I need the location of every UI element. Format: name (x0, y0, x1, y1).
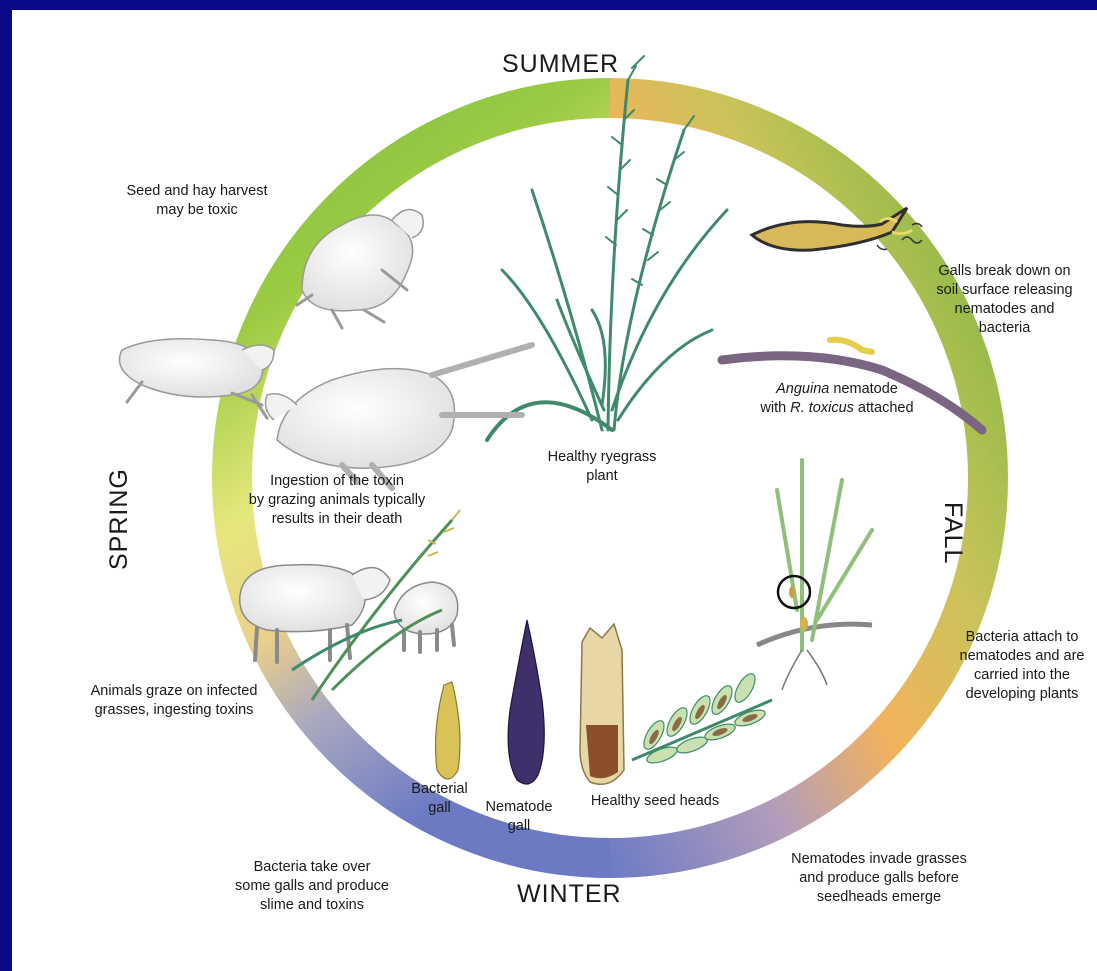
label-line: Bacterial (397, 780, 482, 799)
label-line: Nematodes invade grasses (774, 850, 984, 869)
season-winter: WINTER (517, 880, 622, 909)
label-line: results in their death (222, 510, 452, 529)
label-line: seedheads emerge (774, 888, 984, 907)
label-line: gall (474, 817, 564, 836)
label-anguina: Anguina nematode with R. toxicus attache… (742, 380, 932, 418)
label-line: Ingestion of the toxin (222, 472, 452, 491)
genus-name: Anguina (776, 381, 829, 397)
label-line: carried into the (947, 666, 1097, 685)
species-name: R. toxicus (790, 400, 854, 416)
label-line: Bacteria take over (212, 858, 412, 877)
label-line: bacteria (917, 319, 1092, 338)
label-line: may be toxic (102, 201, 292, 220)
label-text: nematode (829, 381, 898, 397)
lifecycle-panel: SUMMER WINTER FALL SPRING Seed and hay h… (12, 10, 1097, 971)
label-galls-break: Galls break down on soil surface releasi… (917, 262, 1092, 338)
label-line: Healthy seed heads (580, 792, 730, 811)
label-line: and produce galls before (774, 869, 984, 888)
bacterial-gall-icon (436, 682, 460, 779)
seedling-icon (757, 460, 872, 690)
label-line: nematodes and are (947, 647, 1097, 666)
label-bacteria-takeover: Bacteria take over some galls and produc… (212, 858, 412, 915)
seed-head-icon (632, 671, 772, 766)
label-text: attached (854, 400, 914, 416)
label-healthy-plant: Healthy ryegrass plant (517, 448, 687, 486)
label-seed-hay: Seed and hay harvest may be toxic (102, 182, 292, 220)
sheep-dead-icon (266, 345, 532, 488)
season-fall: FALL (938, 502, 967, 564)
label-bacteria-attach: Bacteria attach to nematodes and are car… (947, 628, 1097, 704)
label-line: soil surface releasing (917, 281, 1092, 300)
label-line: Bacteria attach to (947, 628, 1097, 647)
label-line: slime and toxins (212, 896, 412, 915)
season-spring: SPRING (105, 468, 134, 570)
label-line: plant (517, 467, 687, 486)
label-line: some galls and produce (212, 877, 412, 896)
label-text: with (760, 400, 790, 416)
label-line: by grazing animals typically (222, 491, 452, 510)
label-line: Galls break down on (917, 262, 1092, 281)
nematode-gall-icon (508, 620, 544, 784)
label-line: gall (397, 799, 482, 818)
label-bacterial-gall: Bacterial gall (397, 780, 482, 818)
label-ingestion: Ingestion of the toxin by grazing animal… (222, 472, 452, 529)
label-healthy-seed-heads: Healthy seed heads (580, 792, 730, 811)
label-line: nematodes and (917, 300, 1092, 319)
label-animals-graze: Animals graze on infected grasses, inges… (74, 682, 274, 720)
label-nematode-gall: Nematode gall (474, 798, 564, 836)
label-line: Animals graze on infected (74, 682, 274, 701)
season-summer: SUMMER (502, 50, 619, 79)
label-nematodes-invade: Nematodes invade grasses and produce gal… (774, 850, 984, 907)
label-line: Healthy ryegrass (517, 448, 687, 467)
label-line: Nematode (474, 798, 564, 817)
label-line: developing plants (947, 685, 1097, 704)
label-line: grasses, ingesting toxins (74, 701, 274, 720)
label-line: Seed and hay harvest (102, 182, 292, 201)
healthy-seed-icon (580, 624, 624, 784)
